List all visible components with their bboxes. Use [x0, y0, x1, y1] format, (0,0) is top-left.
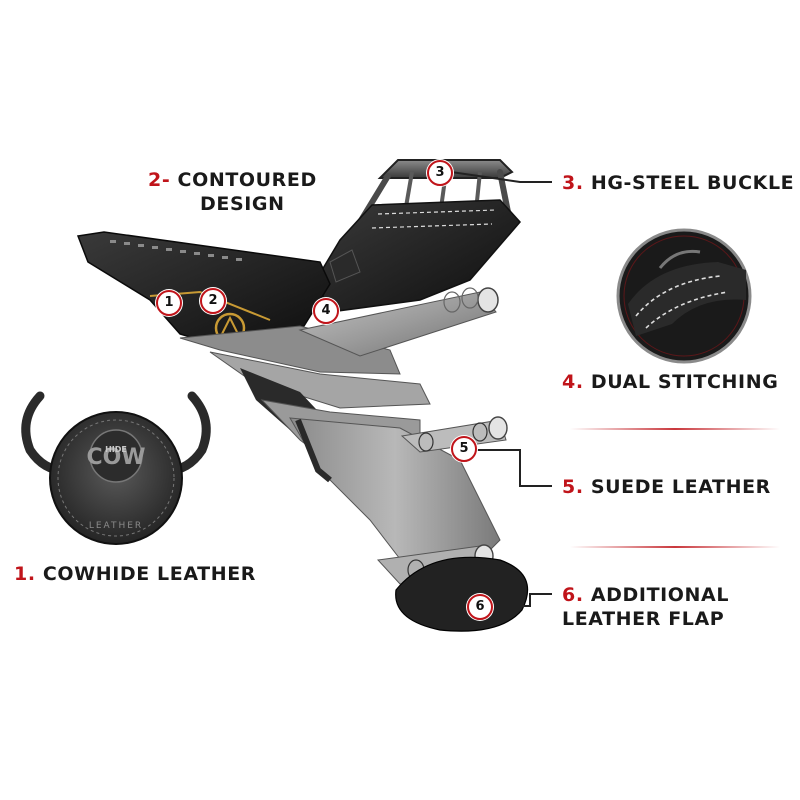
callout-text-line2: DESIGN: [200, 193, 285, 215]
callout-cowhide-leather: 1. COWHIDE LEATHER: [14, 562, 256, 586]
callout-contoured-design: 2- CONTOURED DESIGN: [148, 168, 317, 216]
stitching-detail: [616, 228, 752, 364]
callout-text: SUEDE LEATHER: [590, 476, 771, 498]
callout-text: HG-STEEL BUCKLE: [590, 172, 795, 194]
callout-number: 2-: [148, 169, 171, 191]
callout-text-line2: LEATHER FLAP: [562, 608, 725, 630]
marker-1: 1: [156, 290, 182, 316]
callout-number: 6.: [562, 584, 584, 606]
marker-2: 2: [200, 288, 226, 314]
callout-number: 4.: [562, 371, 584, 393]
cowhide-logo-patch: COW HIDE LEATHER: [21, 391, 211, 545]
leather-flap: [395, 556, 529, 632]
callout-steel-buckle: 3. HG-STEEL BUCKLE: [562, 171, 794, 195]
callout-text: ADDITIONAL: [590, 584, 730, 606]
callout-text: CONTOURED: [177, 169, 317, 191]
buckle-strap: [315, 199, 522, 313]
callout-suede-leather: 5. SUEDE LEATHER: [562, 475, 771, 499]
logo-text: COW: [86, 445, 145, 470]
marker-3: 3: [427, 160, 453, 186]
belt-holes: [110, 240, 242, 261]
rolled-suede-top: [298, 287, 499, 357]
logo-arc-text: LEATHER: [89, 521, 143, 531]
callout-dual-stitching: 4. DUAL STITCHING: [562, 370, 778, 394]
divider-line: [570, 546, 780, 548]
callout-number: 1.: [14, 563, 36, 585]
callout-number: 5.: [562, 476, 584, 498]
rolled-suede-middle: [400, 416, 508, 453]
callout-number: 3.: [562, 172, 584, 194]
marker-5: 5: [451, 436, 477, 462]
divider-line: [570, 428, 780, 430]
marker-6: 6: [467, 594, 493, 620]
callout-text: DUAL STITCHING: [590, 371, 779, 393]
leader-lines: [450, 171, 552, 607]
logo-hide-text: HIDE: [105, 445, 127, 454]
callout-text: COWHIDE LEATHER: [42, 563, 257, 585]
marker-4: 4: [313, 298, 339, 324]
callout-leather-flap: 6. ADDITIONAL LEATHER FLAP: [562, 583, 729, 631]
